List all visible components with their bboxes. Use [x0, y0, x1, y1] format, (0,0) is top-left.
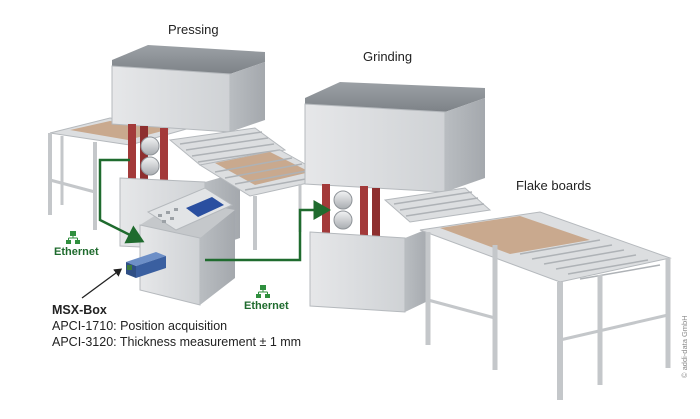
ethernet-label-right: Ethernet	[244, 300, 289, 312]
middle-conveyor	[198, 149, 332, 250]
ethernet-label-left: Ethernet	[54, 246, 99, 258]
msx-box-line-1: APCI-1710: Position acquisition	[52, 319, 228, 333]
pressing-machine	[111, 45, 287, 251]
control-cabinet	[139, 187, 235, 306]
msx-box-device	[126, 252, 166, 278]
flake-boards-label: Flake boards	[516, 178, 592, 193]
right-conveyor	[419, 211, 672, 400]
msx-box-title: MSX-Box	[52, 303, 107, 317]
ethernet-link-grinding	[205, 200, 331, 262]
ethernet-link-pressing	[98, 158, 145, 244]
network-icon	[256, 285, 270, 298]
pressing-label: Pressing	[168, 22, 219, 37]
copyright-notice: © addi-data GmbH	[680, 315, 689, 378]
network-icon	[66, 231, 80, 244]
grinding-machine	[304, 82, 492, 313]
grinding-label: Grinding	[363, 49, 413, 64]
ethernet-connections	[98, 158, 331, 262]
screen-display	[186, 197, 224, 217]
msx-box-line-2: APCI-3120: Thickness measurement ± 1 mm	[52, 335, 302, 349]
msx-callout-line	[81, 268, 123, 299]
